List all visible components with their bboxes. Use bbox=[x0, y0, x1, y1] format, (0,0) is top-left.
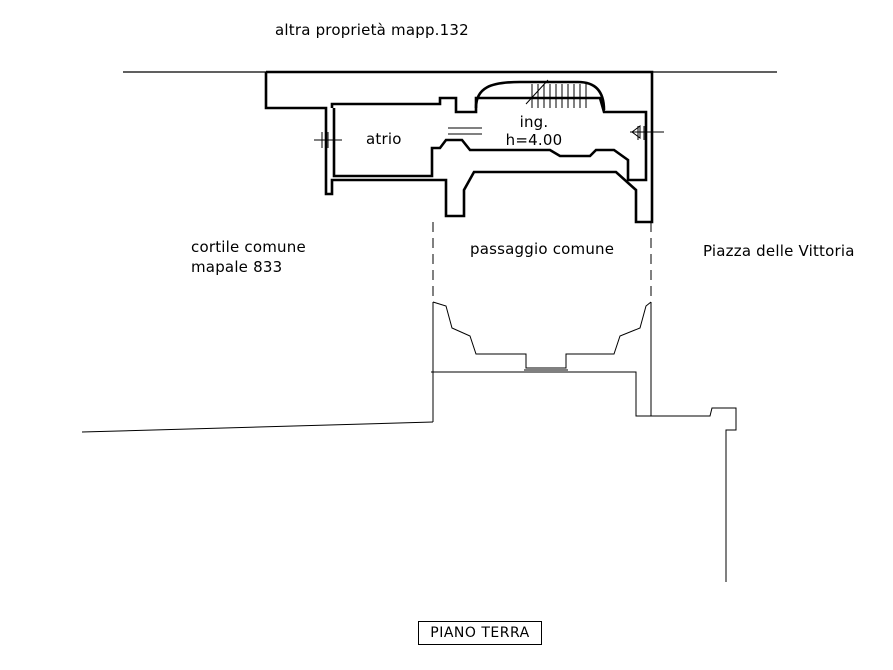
building-walls bbox=[264, 70, 654, 224]
drawing-title: PIANO TERRA bbox=[418, 621, 542, 645]
north-property-label: altra proprietà mapp.132 bbox=[275, 21, 469, 39]
stepped-apse-outline bbox=[432, 301, 652, 369]
passage-boundaries bbox=[432, 222, 652, 302]
door-markers bbox=[314, 125, 664, 148]
staircase bbox=[525, 79, 587, 108]
courtyard-label-line1: cortile comune bbox=[191, 238, 306, 256]
square-label: Piazza delle Vittoria bbox=[703, 242, 855, 260]
passage-label: passaggio comune bbox=[470, 240, 615, 258]
atrio-label: atrio bbox=[366, 130, 402, 148]
entrance-label: ing. h=4.00 bbox=[498, 112, 570, 150]
site-boundary bbox=[81, 302, 737, 582]
courtyard-label: cortile comune mapale 833 bbox=[191, 237, 306, 277]
entrance-label-line1: ing. bbox=[519, 113, 549, 131]
entrance-label-line2: h=4.00 bbox=[505, 131, 563, 149]
courtyard-label-line2: mapale 833 bbox=[191, 258, 283, 276]
